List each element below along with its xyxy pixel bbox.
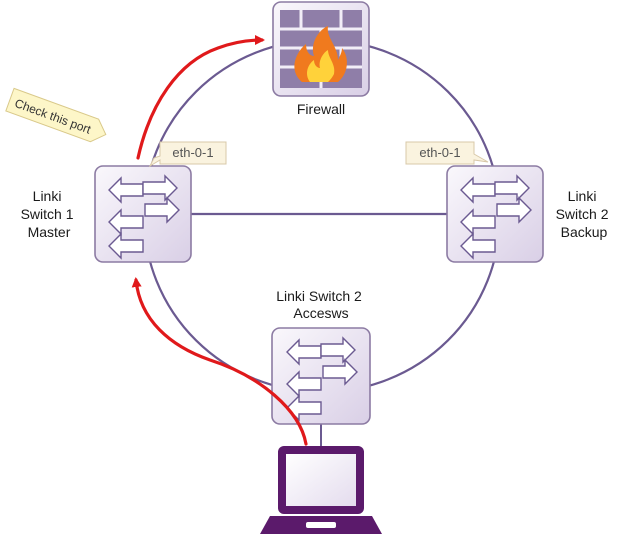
firewall-label: Firewall [297,101,345,117]
master-switch-label: Linki Switch 1 Master [21,188,78,240]
backup-switch-label: Linki Switch 2 Backup [556,188,613,240]
firewall-icon [280,10,362,88]
svg-text:eth-0-1: eth-0-1 [172,145,213,160]
backup-switch-node[interactable]: Linki Switch 2 Backup [446,165,613,263]
laptop-icon [260,446,382,534]
access-switch-label: Linki Switch 2 Accesws [276,288,365,321]
svg-text:eth-0-1: eth-0-1 [419,145,460,160]
client-laptop[interactable] [260,446,382,534]
path-master-to-firewall [136,35,265,160]
master-switch-node[interactable]: Linki Switch 1 Master [21,165,192,263]
path-client-to-master [131,277,308,446]
check-port-callout: Check this port [5,87,107,143]
master-port-tag: eth-0-1 [148,141,227,168]
backup-port-tag: eth-0-1 [405,141,489,165]
firewall-node[interactable]: Firewall [272,1,370,117]
access-switch-node[interactable]: Linki Switch 2 Accesws [271,288,371,425]
